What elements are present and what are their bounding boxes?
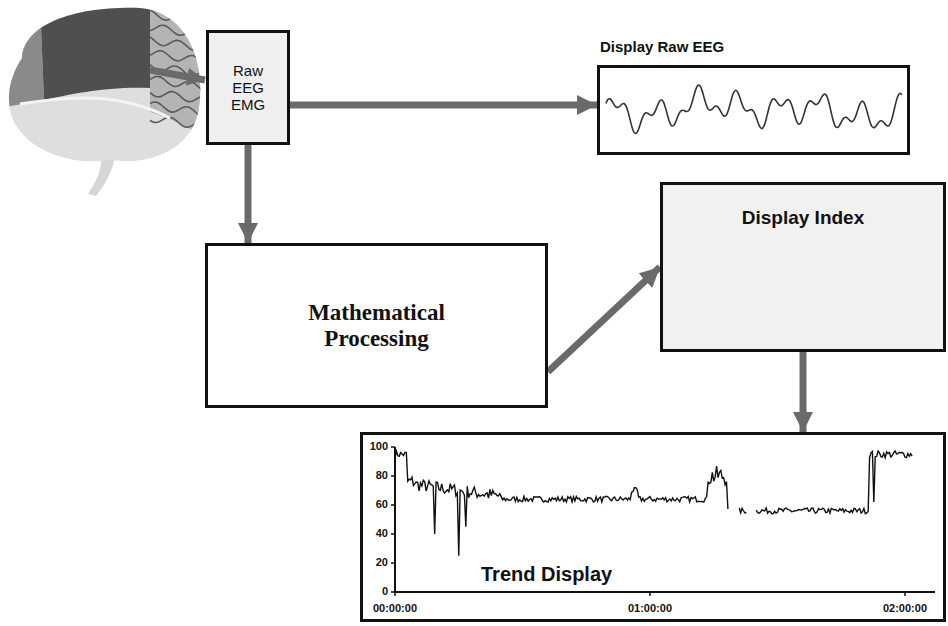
axis-time: 00:00:00 [361,602,429,614]
chart-axis [395,447,935,592]
lateral-fissure [20,98,170,118]
brain-illustration [0,0,210,196]
flow-arrow [800,352,807,432]
flow-arrow [548,267,660,372]
gyri-line [150,117,204,127]
frontal-region [0,0,44,108]
gyri-line [150,51,204,64]
gyri-line [150,10,204,25]
flow-arrow [245,145,252,243]
display-box: Display Index [660,182,946,352]
axis-tick [904,592,906,596]
axis-time: 02:00:00 [871,602,939,614]
axis-tick [391,446,395,448]
box-label: Raw EEG EMG [226,62,270,113]
axis-tick [391,475,395,477]
trend-chart [391,447,935,596]
box-label: Display Index [742,207,865,229]
gyri-line [150,37,204,51]
axis-time: 01:00:00 [616,602,684,614]
gyri-line [150,102,204,117]
axis-value: 80 [352,469,388,481]
eeg-waveform [606,85,902,133]
gyri-line [150,25,204,36]
trend-line [756,451,912,514]
axis-tick [649,592,651,596]
display-box: Display Raw EEG [597,65,910,155]
axis-tick [391,504,395,506]
axis-value: 0 [352,585,388,597]
axis-tick [391,533,395,535]
input-box: Raw EEG EMG [206,30,290,145]
occipital-region [150,0,210,140]
box-label: Trend Display [481,563,612,586]
axis-tick [394,592,396,596]
gyri-line [150,92,204,102]
parietal-region [40,0,150,100]
axis-value: 60 [352,498,388,510]
trend-line [739,508,746,513]
axis-tick [391,562,395,564]
axis-value: 100 [352,440,388,452]
box-label: Mathematical Processing [267,300,487,352]
signal-arrow [150,70,205,80]
box-label: Display Raw EEG [600,38,724,55]
trend-line [395,451,728,556]
process-box: Mathematical Processing [205,243,548,408]
axis-value: 40 [352,527,388,539]
flow-arrow [290,102,597,109]
axis-value: 20 [352,556,388,568]
chart-box: Trend Display [360,432,946,622]
